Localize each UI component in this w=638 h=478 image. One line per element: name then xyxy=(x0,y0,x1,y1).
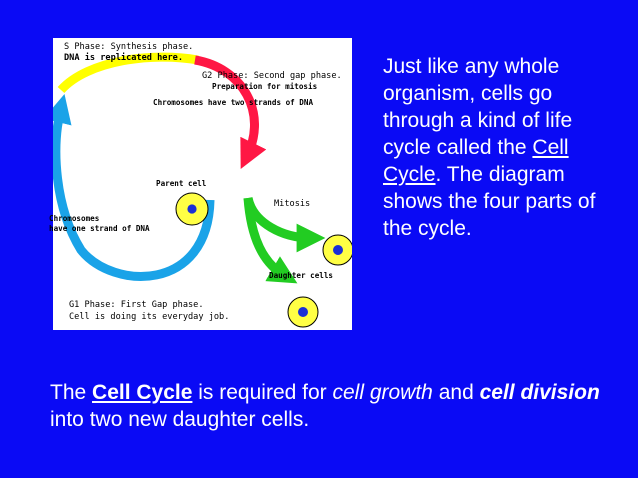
mitosis-label: Mitosis xyxy=(274,199,311,209)
caption-text: The Cell Cycle is required for cell grow… xyxy=(50,379,610,433)
g1-phase-arrow xyxy=(53,94,215,281)
explanation-text: Just like any whole organism, cells go t… xyxy=(383,53,623,242)
caption-t4: into two new daughter cells. xyxy=(50,408,310,431)
g2-phase-arrow xyxy=(194,55,267,169)
cell-cycle-diagram: S Phase: Synthesis phase. DNA is replica… xyxy=(49,38,352,330)
chromosomes-one-strand-label-line1: Chromosomes xyxy=(49,214,100,223)
parent-cell xyxy=(175,192,209,226)
explanation-part2: . The diagram shows the four parts of th… xyxy=(383,163,596,240)
caption-t1: The xyxy=(50,381,93,404)
g1-phase-label-line1: G1 Phase: First Gap phase. xyxy=(69,300,204,310)
g1-phase-label-line2: Cell is doing its everyday job. xyxy=(69,312,230,322)
caption-t2: is required for xyxy=(192,381,333,404)
daughter-cell-lower xyxy=(287,296,319,328)
caption-cell-growth: cell growth xyxy=(332,381,433,404)
s-phase-arrow xyxy=(57,52,199,94)
caption-t3: and xyxy=(432,381,480,404)
daughter-cell-upper xyxy=(322,234,352,266)
chromosomes-one-strand-label-line2: have one strand of DNA xyxy=(49,224,150,233)
caption-cell-division: cell division xyxy=(479,381,600,404)
explanation-part1: Just like any whole organism, cells go t… xyxy=(383,55,573,159)
g2-phase-label-line2: Preparation for mitosis xyxy=(212,82,318,91)
s-phase-label-line2: DNA is replicated here. xyxy=(64,53,183,63)
mitosis-arrow-lower xyxy=(243,197,298,284)
s-phase-label-line1: S Phase: Synthesis phase. xyxy=(64,42,194,52)
chromosomes-two-strands-label: Chromosomes have two strands of DNA xyxy=(153,98,314,107)
parent-cell-label: Parent cell xyxy=(156,179,207,188)
daughter-cells-label: Daughter cells xyxy=(269,271,334,280)
caption-cell-cycle: Cell Cycle xyxy=(92,381,193,404)
cell-cycle-arrows xyxy=(53,52,352,328)
cell-cycle-link[interactable]: Cell Cycle xyxy=(383,136,569,186)
g2-phase-label-line1: G2 Phase: Second gap phase. xyxy=(202,71,342,81)
